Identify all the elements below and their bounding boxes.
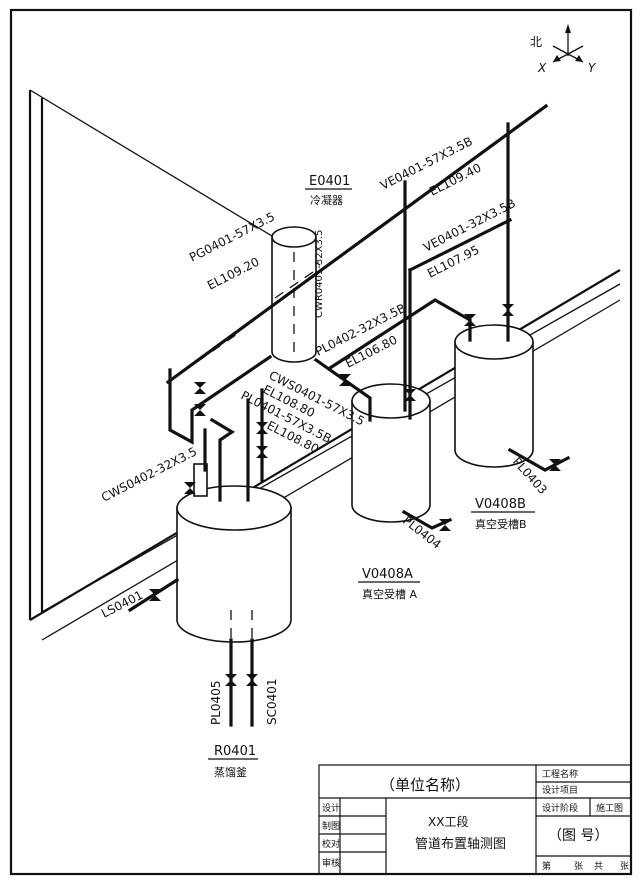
compass-north-label: 北 — [530, 35, 542, 49]
still-tag: R0401 — [214, 744, 256, 759]
receiver-v0408b — [454, 324, 534, 468]
field-total-unit: 张 — [620, 861, 629, 872]
field-design-stage: 设计阶段 — [542, 802, 578, 814]
equipment-tags: E0401 冷凝器 R0401 蒸馏釜 V0408A 真空受槽 A V0408B… — [208, 174, 535, 779]
label-el-109-20: EL109.20 — [205, 255, 261, 293]
compass-y-label: Y — [588, 61, 597, 75]
compass-x-label: X — [537, 61, 547, 75]
title-block: （单位名称） XX工段 管道布置轴测图 工程名称 设计项目 设计阶段 施工图 （… — [318, 764, 632, 875]
field-review: 审核 — [322, 857, 340, 869]
field-total: 共 — [594, 861, 603, 872]
receiver-a-name: 真空受槽 A — [362, 587, 417, 601]
field-design-stage-value: 施工图 — [596, 802, 623, 814]
field-design: 设计 — [322, 802, 340, 814]
title-block-drawing-title: 管道布置轴测图 — [415, 837, 506, 852]
condenser-tag: E0401 — [309, 174, 350, 189]
label-pl0405: PL0405 — [209, 681, 223, 725]
field-sheet-unit: 张 — [574, 861, 583, 872]
receiver-v0408a — [351, 383, 431, 523]
receiver-a-tag: V0408A — [362, 567, 413, 582]
still-name: 蒸馏釜 — [214, 765, 247, 779]
ls-line — [127, 577, 180, 613]
field-project-name: 工程名称 — [542, 768, 578, 780]
north-arrow-compass: 北 X Y — [530, 24, 597, 75]
condenser-name: 冷凝器 — [310, 193, 343, 207]
field-check: 校对 — [322, 838, 340, 850]
condenser-e0401 — [271, 226, 317, 363]
receiver-b-name: 真空受槽B — [475, 517, 527, 531]
label-sc0401: SC0401 — [265, 678, 279, 725]
label-cwr0401: CWR0401-32X3.5 — [314, 230, 325, 318]
still-vapor-line — [168, 354, 273, 502]
label-cws0402: CWS0402-32X3.5 — [99, 444, 199, 504]
hidden-pipe-segments — [167, 252, 317, 383]
still-inlet-lines — [246, 388, 264, 502]
title-block-project-line: XX工段 — [428, 814, 468, 829]
title-block-drawing-number: （图 号） — [548, 828, 608, 844]
condenser-to-receivers-line — [313, 298, 472, 422]
still-r0401 — [176, 463, 292, 643]
label-pl0404: PL0404 — [400, 513, 444, 551]
valve-symbols — [149, 304, 561, 686]
field-design-item: 设计项目 — [542, 784, 578, 796]
title-block-company: （单位名称） — [380, 776, 470, 794]
label-pg0401: PG0401-57X3.5 — [187, 210, 277, 265]
field-draft: 制图 — [322, 820, 340, 832]
receiver-b-tag: V0408B — [475, 497, 526, 512]
field-sheet-no: 第 — [542, 860, 551, 872]
